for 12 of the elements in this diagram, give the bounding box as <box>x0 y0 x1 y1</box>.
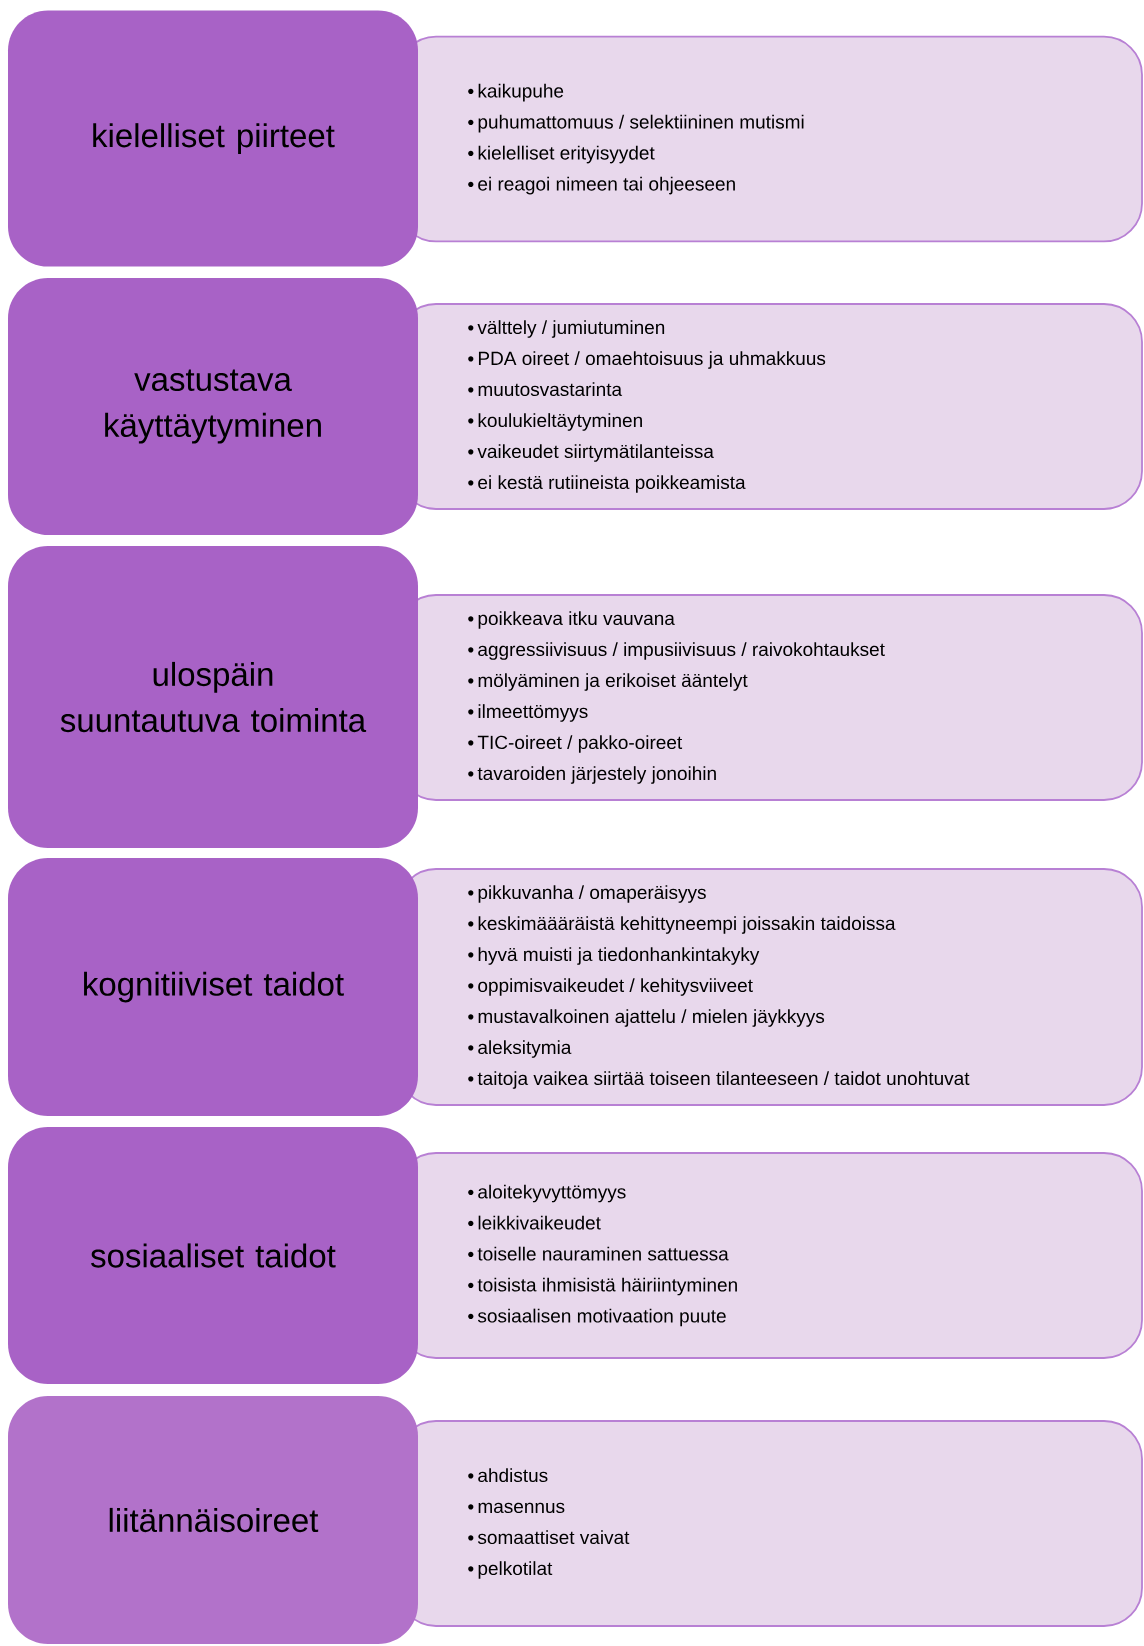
list-box: välttely / jumiutuminen PDA oireet / omaehtoisuus ja uhmakkuus muutosvastarinta koulukieltäytyminen vaikeudet siirtymätilanteissa ei kestä rutiineista poikkeamista <box>397 303 1143 510</box>
category-box: kielelliset piirteet <box>8 10 418 267</box>
category-box: sosiaaliset taidot <box>8 1127 418 1384</box>
list-box: poikkeava itku vauvana aggressiivisuus / impusiivisuus / raivokohtaukset mölyäminen ja erikoiset ääntelyt ilmeettömyys TIC-oireet / pakko-oireet tavaroiden järjestely jonoihin <box>397 594 1143 801</box>
category-box: kognitiiviset taidot <box>8 858 418 1116</box>
list-box: ahdistus masennus somaattiset vaivat pelkotilat <box>397 1420 1143 1627</box>
list-box: pikkuvanha / omaperäisyys keskimäääräistä kehittyneempi joissakin taidoissa hyvä muisti ja tiedonhankintakyky oppimisvaikeudet / kehitysviiveet mustavalkoinen ajattelu / mielen jäykkyys aleksitymia taitoja vaikea siirtää toiseen tilanteeseen / taidot unohtuvat <box>397 868 1143 1106</box>
category-box: vastustava käyttäytyminen <box>8 278 418 535</box>
list-box: aloitekyvyttömyys leikkivaikeudet toiselle nauraminen sattuessa toisista ihmisistä häiriintyminen sosiaalisen motivaation puute <box>397 1152 1143 1359</box>
list-box: kaikupuhe puhumattomuus / selektiininen mutismi kielelliset erityisyydet ei reagoi nimeen tai ohjeeseen <box>397 35 1143 243</box>
category-box: ulospäin suuntautuva toiminta <box>8 546 418 848</box>
category-box: liitännäisoireet <box>8 1396 418 1644</box>
